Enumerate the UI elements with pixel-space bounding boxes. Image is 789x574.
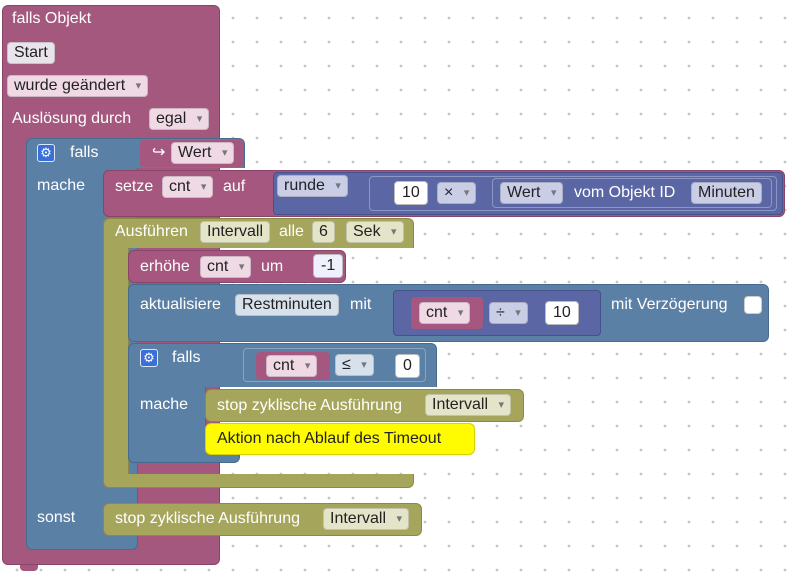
update-with-label: mit <box>350 296 372 313</box>
gear-icon[interactable]: ⚙ <box>140 349 158 367</box>
else-label: sonst <box>37 509 76 526</box>
increment-value-input[interactable]: -1 <box>313 254 344 278</box>
trigger-block-notch <box>20 565 38 571</box>
increment-label: erhöhe <box>140 258 190 275</box>
interval-every-field[interactable]: 6 <box>312 221 335 243</box>
interval-unit-dropdown[interactable]: Sek <box>346 221 404 243</box>
gear-icon[interactable]: ⚙ <box>37 144 55 162</box>
compare-number-input[interactable]: 0 <box>395 354 420 378</box>
trigger-title: falls Objekt <box>12 10 92 27</box>
update-object-field[interactable]: Restminuten <box>235 294 339 316</box>
interval-every-label: alle <box>279 223 304 240</box>
trigger-object-field[interactable]: Start <box>7 42 55 64</box>
divide-number-input[interactable]: 10 <box>545 301 579 325</box>
multiply-number-input[interactable]: 10 <box>394 181 428 205</box>
if-condition-dropdown[interactable]: Wert <box>171 142 235 164</box>
set-variable-dropdown[interactable]: cnt <box>162 176 214 198</box>
compare-variable-dropdown[interactable]: cnt <box>266 355 318 377</box>
from-object-label: vom Objekt ID <box>574 184 676 201</box>
return-arrow-icon: ↪ <box>152 144 166 161</box>
set-label: setze <box>115 178 154 195</box>
divide-operator-dropdown[interactable]: ÷ <box>489 302 528 324</box>
stop-inner-dropdown[interactable]: Intervall <box>425 394 512 416</box>
multiply-operator-dropdown[interactable]: × <box>437 182 477 204</box>
update-label: aktualisiere <box>140 296 221 313</box>
stop-else-dropdown[interactable]: Intervall <box>323 508 410 530</box>
inner-if-label: falls <box>172 349 201 366</box>
trigger-condition-dropdown[interactable]: wurde geändert <box>7 75 149 97</box>
trigger-source-dropdown[interactable]: egal <box>149 108 210 130</box>
inner-then-label: mache <box>140 396 189 413</box>
compare-operator-dropdown[interactable]: ≤ <box>335 354 374 376</box>
increment-by-label: um <box>261 258 284 275</box>
interval-name-field[interactable]: Intervall <box>200 221 271 243</box>
interval-label: Ausführen <box>115 223 188 240</box>
stop-else-label: stop zyklische Ausführung <box>115 510 300 527</box>
object-id-field[interactable]: Minuten <box>691 182 762 204</box>
comment-block[interactable] <box>205 423 475 455</box>
interval-block-footer[interactable] <box>103 474 414 488</box>
trigger-source-label: Auslösung durch <box>12 110 132 127</box>
stop-inner-label: stop zyklische Ausführung <box>217 397 402 414</box>
delay-checkbox[interactable] <box>744 296 762 314</box>
set-to-label: auf <box>223 178 246 195</box>
object-value-dropdown[interactable]: Wert <box>500 182 564 204</box>
round-dropdown[interactable]: runde <box>277 175 348 197</box>
then-label: mache <box>37 177 86 194</box>
delay-label: mit Verzögerung <box>611 296 728 313</box>
interval-block[interactable] <box>103 218 129 488</box>
comment-text: Aktion nach Ablauf des Timeout <box>217 430 442 447</box>
increment-variable-dropdown[interactable]: cnt <box>200 256 252 278</box>
divide-variable-dropdown[interactable]: cnt <box>419 302 471 324</box>
if-label: falls <box>70 144 99 161</box>
